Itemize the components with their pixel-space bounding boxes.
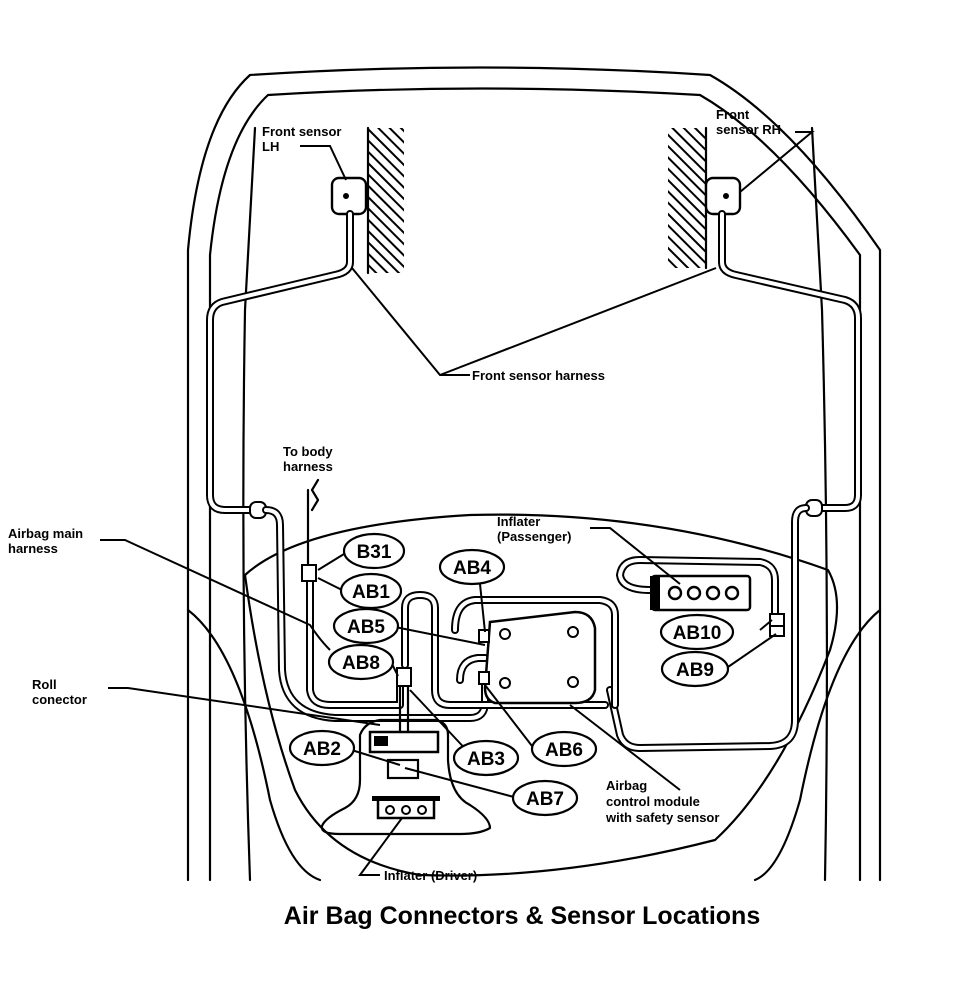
label-front-sensor-lh-line2: LH bbox=[262, 139, 279, 154]
svg-text:AB10: AB10 bbox=[673, 623, 722, 644]
connector-ab4: AB4 bbox=[438, 548, 506, 586]
airbag-main-harness bbox=[262, 478, 810, 752]
passenger-inflater bbox=[650, 574, 785, 637]
connector-ab10: AB10 bbox=[659, 613, 735, 651]
connector-ab2: AB2 bbox=[288, 729, 356, 767]
label-front-sensor-rh-line2: sensor RH bbox=[716, 122, 781, 137]
connector-ab7: AB7 bbox=[511, 779, 579, 817]
label-airbag-main-harness-line2: harness bbox=[8, 541, 58, 556]
label-inflater-driver: Inflater (Driver) bbox=[384, 868, 477, 883]
svg-text:AB6: AB6 bbox=[545, 740, 583, 761]
svg-text:B31: B31 bbox=[357, 542, 392, 563]
steering-column bbox=[320, 684, 492, 836]
label-to-body-harness-line2: harness bbox=[283, 459, 333, 474]
label-inflater-passenger-line1: Inflater bbox=[497, 514, 540, 529]
svg-text:AB5: AB5 bbox=[347, 617, 385, 638]
svg-text:AB4: AB4 bbox=[453, 558, 491, 579]
left-hatched-panel bbox=[368, 128, 404, 273]
label-airbag-module-line3: with safety sensor bbox=[605, 810, 719, 825]
label-roll-connector-line2: conector bbox=[32, 692, 87, 707]
label-inflater-passenger-line2: (Passenger) bbox=[497, 529, 571, 544]
connector-ab8 bbox=[396, 667, 412, 687]
connector-ab3: AB3 bbox=[452, 739, 520, 777]
text-labels: Front sensor LH Front sensor RH Front se… bbox=[8, 107, 781, 883]
svg-text:AB3: AB3 bbox=[467, 749, 505, 770]
connector-labels: B31 AB1 AB4 AB5 AB8 AB10 AB9 AB2 bbox=[288, 532, 735, 817]
label-airbag-module-line1: Airbag bbox=[606, 778, 647, 793]
svg-text:AB7: AB7 bbox=[526, 789, 564, 810]
connector-b31: B31 bbox=[342, 532, 406, 570]
connector-ab5: AB5 bbox=[332, 607, 400, 645]
label-front-sensor-rh-line1: Front bbox=[716, 107, 750, 122]
front-sensor-lh bbox=[330, 176, 368, 216]
front-sensor-rh bbox=[704, 176, 742, 216]
connector-b31-ab1 bbox=[301, 564, 317, 582]
diagram-title: Air Bag Connectors & Sensor Locations bbox=[284, 902, 760, 930]
svg-text:AB2: AB2 bbox=[303, 739, 341, 760]
connector-ab8: AB8 bbox=[327, 643, 395, 681]
leader-lines bbox=[100, 131, 815, 876]
front-sensor-harness bbox=[206, 210, 862, 519]
svg-text:AB1: AB1 bbox=[352, 582, 390, 603]
connector-ab9: AB9 bbox=[660, 650, 730, 688]
label-airbag-main-harness-line1: Airbag main bbox=[8, 526, 83, 541]
svg-text:AB8: AB8 bbox=[342, 653, 380, 674]
airbag-control-module bbox=[478, 610, 597, 705]
svg-text:AB9: AB9 bbox=[676, 660, 714, 681]
connector-ab1: AB1 bbox=[339, 572, 403, 610]
label-airbag-module-line2: control module bbox=[606, 794, 700, 809]
connector-ab6: AB6 bbox=[530, 730, 598, 768]
label-roll-connector-line1: Roll bbox=[32, 677, 57, 692]
label-front-sensor-harness: Front sensor harness bbox=[472, 368, 605, 383]
label-to-body-harness-line1: To body bbox=[283, 444, 333, 459]
car-body-outline bbox=[186, 66, 882, 882]
label-front-sensor-lh-line1: Front sensor bbox=[262, 124, 341, 139]
right-hatched-panel bbox=[668, 128, 706, 268]
